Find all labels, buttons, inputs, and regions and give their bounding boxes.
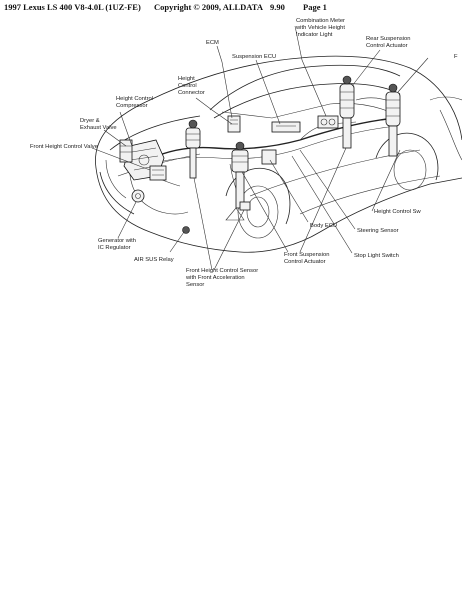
header-copyright: Copyright © 2009, ALLDATA xyxy=(154,2,263,12)
component-front-suspension-strut-left xyxy=(185,119,201,179)
component-body-ecu xyxy=(261,149,277,165)
label-suspension-ecu: Suspension ECU xyxy=(232,54,276,60)
component-front-height-control-valve xyxy=(149,165,167,181)
label-generator-line1: Generator with xyxy=(98,238,136,244)
component-rear-suspension-strut-left xyxy=(339,75,355,149)
label-rear-suspension-actuator-line2: Control Actuator xyxy=(366,43,408,49)
component-height-sensor xyxy=(239,201,251,211)
component-generator xyxy=(131,189,145,203)
label-generator-line2: IC Regulator xyxy=(98,245,131,251)
label-air-sus-relay: AIR SUS Relay xyxy=(134,257,174,263)
label-front-height-sensor-line3: Sensor xyxy=(186,282,204,288)
label-front-suspension-actuator-line1: Front Suspension xyxy=(284,252,329,258)
label-height-control-connector-line1: Height xyxy=(178,76,195,82)
component-suspension-ecu xyxy=(271,121,301,133)
label-rear-suspension-actuator-line1: Rear Suspension xyxy=(366,36,410,42)
label-combination-meter-line2: with Vehicle Height xyxy=(295,25,345,31)
label-dryer-line1: Dryer & xyxy=(80,118,100,124)
label-compressor-line2: Compressor xyxy=(116,103,148,109)
header-version: 9.90 xyxy=(270,2,285,12)
label-height-control-connector-line2: Control xyxy=(178,83,197,89)
label-dryer-line2: Exhaust Valve xyxy=(80,125,117,131)
component-air-sus-relay xyxy=(182,226,190,234)
label-front-height-sensor-line2: with Front Acceleration xyxy=(185,275,245,281)
label-front-suspension-actuator-line2: Control Actuator xyxy=(284,259,326,265)
header-page-number: Page 1 xyxy=(303,2,327,12)
component-ecm xyxy=(227,115,241,133)
label-edge-cut: F xyxy=(454,54,458,60)
document-header: 1997 Lexus LS 400 V8-4.0L (1UZ-FE) Copyr… xyxy=(4,2,460,14)
component-rear-suspension-strut-right xyxy=(385,83,401,157)
component-combination-meter xyxy=(317,115,339,129)
label-steering-sensor: Steering Sensor xyxy=(357,228,399,234)
label-front-height-sensor-line1: Front Height Control Sensor xyxy=(186,268,258,274)
label-body-ecu: Body ECU xyxy=(310,223,337,229)
diagram-labels: ECM Suspension ECU Height Control Connec… xyxy=(30,18,458,288)
label-stop-light-switch: Stop Light Switch xyxy=(354,253,399,259)
leader-lines xyxy=(91,25,429,271)
label-front-height-control-valve: Front Height Control Valve xyxy=(30,144,98,150)
label-combination-meter-line3: Indicator Light xyxy=(296,32,333,38)
label-height-control-connector-line3: Connector xyxy=(178,90,205,96)
component-front-suspension-strut-right xyxy=(225,141,249,221)
label-height-control-switch: Height Control Sw xyxy=(374,209,422,215)
label-combination-meter-line1: Combination Meter xyxy=(296,18,345,24)
label-compressor-line1: Height Control xyxy=(116,96,153,102)
label-ecm: ECM xyxy=(206,40,219,46)
header-model: 1997 Lexus LS 400 V8-4.0L (1UZ-FE) xyxy=(4,2,141,12)
